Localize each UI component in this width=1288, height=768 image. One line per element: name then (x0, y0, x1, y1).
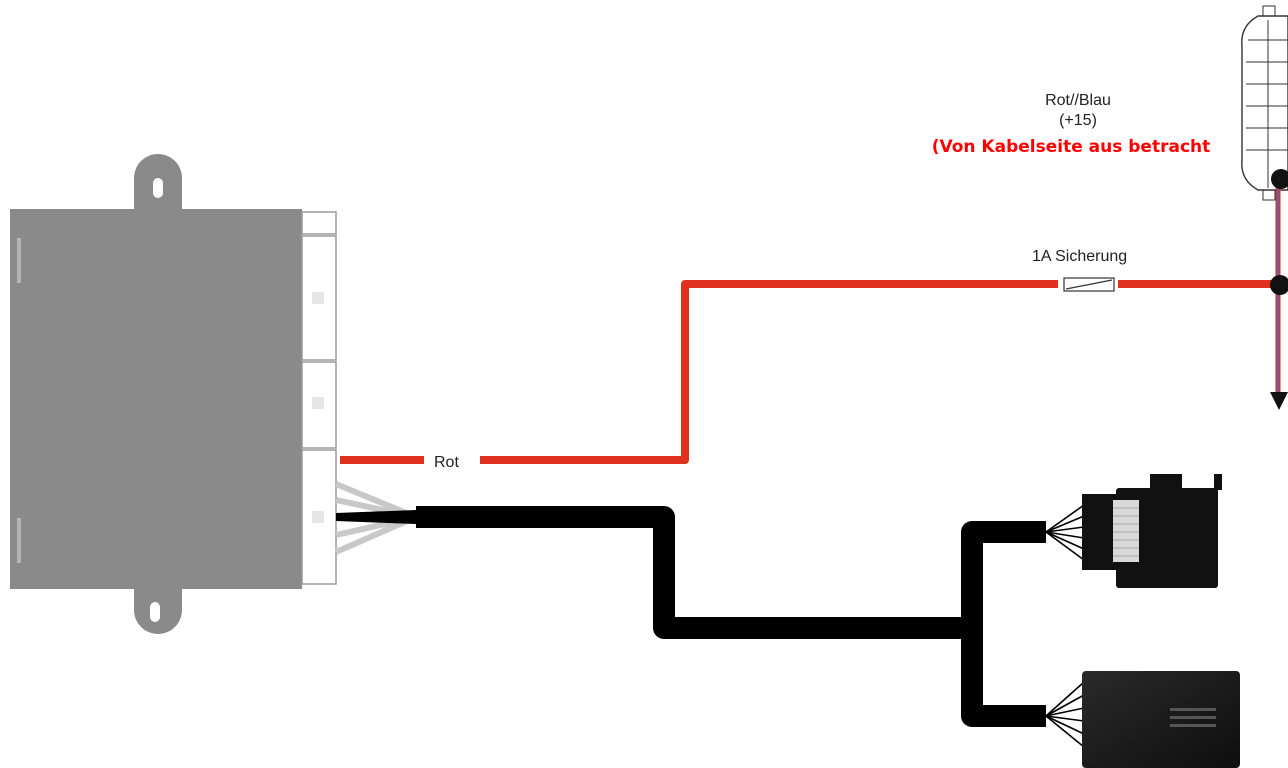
socket-pin-4 (312, 511, 324, 523)
vehicle-connector (1241, 5, 1288, 201)
red-wire (340, 280, 1278, 464)
fuse-icon (1063, 277, 1115, 292)
socket-pin-3 (312, 397, 324, 409)
harness-branch-upper (961, 521, 1046, 628)
junction-dot-icon (1271, 169, 1288, 189)
module-body (10, 209, 302, 589)
upper-fan-wires (1045, 504, 1085, 561)
mounting-hole-bottom (150, 602, 160, 622)
module-highlight-top (17, 238, 21, 283)
vehicle-connector-shell (1241, 15, 1288, 191)
lower-fan-wires (1045, 681, 1085, 748)
connector-terminal-label: (+15) (1059, 112, 1097, 129)
viewing-side-note: (Von Kabelseite aus betracht (932, 137, 1211, 157)
module-socket-1 (301, 211, 337, 235)
module-highlight-bottom (17, 518, 21, 563)
harness-black-core (336, 510, 416, 524)
wire-label-rot: Rot (434, 454, 459, 471)
connector-wire-color-label: Rot//Blau (1045, 92, 1111, 109)
mounting-hole-top (153, 178, 163, 198)
black-harness (334, 481, 1085, 748)
connector-box-icon (1082, 671, 1240, 768)
connector-plug-icon (1082, 474, 1222, 588)
red-wire-main (480, 280, 1058, 464)
harness-trunk (416, 506, 972, 639)
socket-pin-2 (312, 292, 324, 304)
junction-dot-icon (1270, 275, 1288, 295)
control-module (10, 154, 337, 634)
fuse-label: 1A Sicherung (1032, 248, 1127, 265)
vehicle-connector-grid (1246, 20, 1288, 188)
harness-branch-lower (961, 628, 1046, 727)
arrow-down-icon (1270, 392, 1288, 410)
